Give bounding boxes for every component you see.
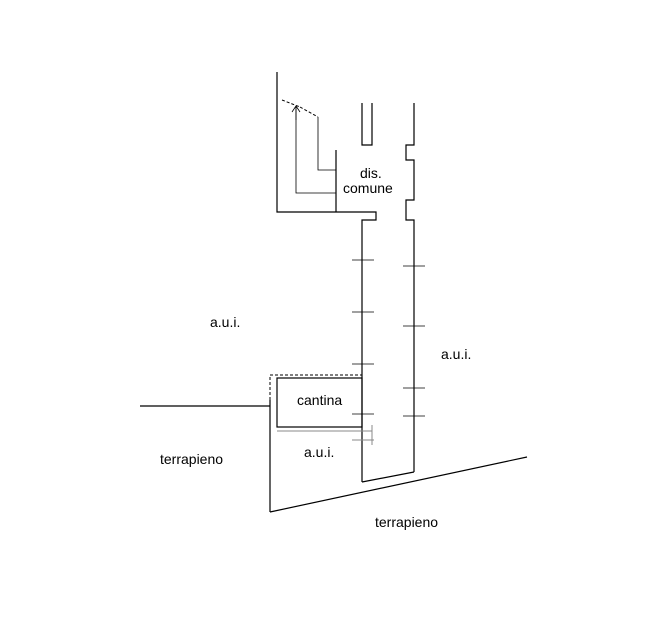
label-comune: comune [343, 180, 393, 196]
upper-enclosure [276, 72, 377, 250]
stair-arrow-icon [281, 99, 319, 120]
label-terrapieno-bottom: terrapieno [375, 514, 438, 530]
label-aui-bottom: a.u.i. [304, 444, 334, 460]
ground-lines [140, 400, 528, 513]
label-dis: dis. [360, 165, 382, 181]
corridor-bottom [361, 471, 415, 483]
label-terrapieno-left: terrapieno [160, 451, 223, 467]
label-aui-left: a.u.i. [210, 314, 240, 330]
upper-slot [361, 103, 373, 146]
cantina-room [269, 374, 373, 445]
label-cantina: cantina [297, 392, 342, 408]
label-aui-right: a.u.i. [441, 346, 471, 362]
corridor-right-wall [405, 103, 415, 472]
wall-ticks [352, 259, 425, 441]
